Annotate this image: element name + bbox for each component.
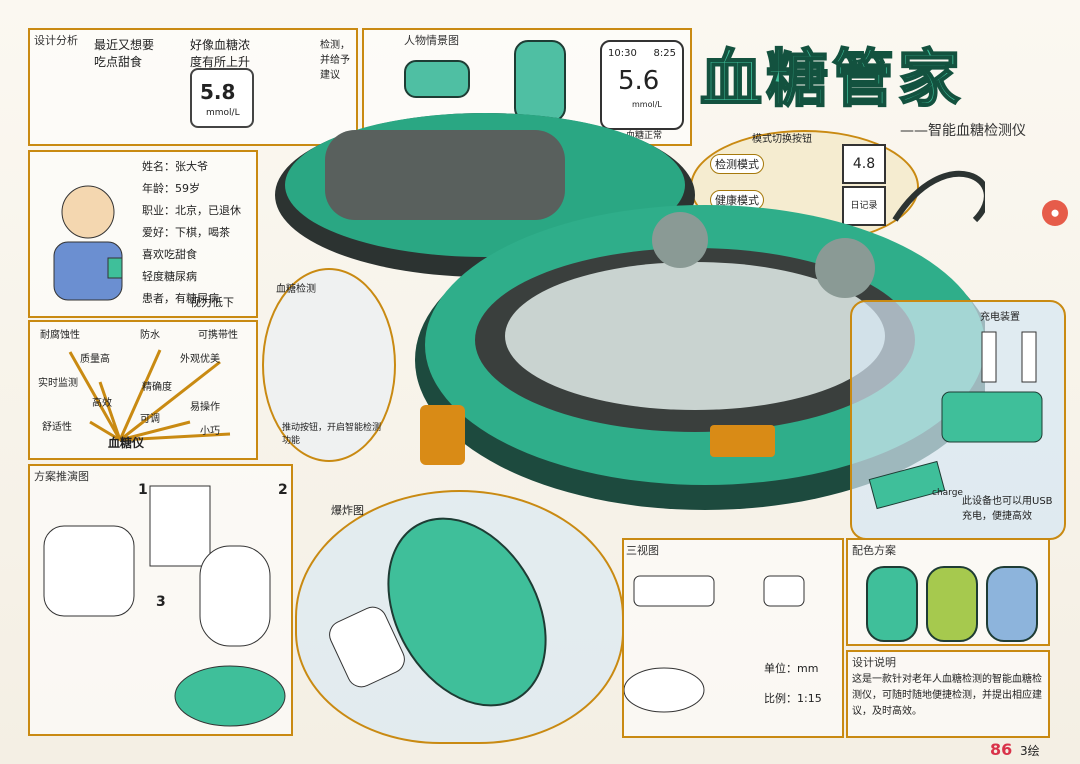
mindmap-node-4: 舒适性	[42, 422, 72, 433]
mode-screen-2: 日记录	[842, 186, 886, 226]
lanyard	[892, 170, 985, 223]
three-view-sketch	[624, 575, 805, 713]
reading-1: 5.8	[200, 80, 236, 104]
charge-panel: 充电装置 charge 此设备也可以用USB充电，便捷高效	[850, 300, 1066, 540]
page-number: 86	[990, 740, 1013, 759]
mindmap-node-1: 质量高	[80, 354, 110, 365]
screen-time-2: 8:25	[653, 48, 676, 59]
device-front	[415, 205, 985, 510]
mindmap-node-10: 可携带性	[198, 330, 238, 341]
main-title: 血糖管家	[699, 41, 965, 116]
mode-button-1[interactable]: 检测模式	[710, 154, 764, 174]
mindmap-center: 血糖仪	[108, 436, 145, 450]
scheme-label: 方案推演图	[34, 470, 89, 483]
bubble-1: 最近又想要吃点甜食	[94, 38, 155, 69]
meter-screen-1: 5.8 mmol/L	[190, 68, 254, 128]
persona-job: 职业：北京，已退休	[142, 204, 241, 217]
insert-note: 推动按钮，开启智能检测功能	[282, 423, 382, 446]
explode-sketch	[329, 517, 547, 707]
unit-label: 单位：mm	[764, 662, 819, 675]
device-sketch-small	[404, 60, 470, 98]
blood-test-panel: 血糖检测 推动按钮，开启智能检测功能	[262, 268, 396, 462]
mindmap-node-9: 小巧	[200, 426, 220, 437]
old-man-icon	[53, 185, 123, 301]
bubble-3: 检测，并给予建议	[320, 40, 350, 81]
persona-low: 视力低下	[190, 296, 234, 309]
persona-panel: 姓名：张大爷 年龄：59岁 职业：北京，已退休 爱好：下棋，喝茶 喜欢吃甜食 轻…	[28, 150, 258, 318]
design-analysis-label: 设计分析	[34, 34, 78, 47]
screen-time: 10:30	[608, 48, 637, 59]
screen-reading: 5.6	[618, 66, 660, 96]
scheme-number-2: 2	[278, 482, 288, 498]
charge-note: 此设备也可以用USB充电，便捷高效	[962, 496, 1053, 522]
bubble-2: 好像血糖浓度有所上升	[190, 38, 251, 69]
charge-label: 充电装置	[980, 312, 1020, 323]
mindmap-node-11: 外观优美	[180, 354, 220, 365]
mindmap-panel: 血糖仪 耐腐蚀性 质量高 实时监测 高效 舒适性 防水 精确度 可调 易操作 小…	[28, 320, 258, 460]
mindmap-node-7: 可调	[140, 414, 160, 425]
scheme-number-3: 3	[156, 594, 166, 610]
color-variant-blue[interactable]	[986, 566, 1038, 642]
scheme-sketches	[43, 485, 286, 727]
screen-note: 血糖正常	[626, 131, 663, 141]
persona-eyes: 轻度糖尿病	[142, 270, 197, 283]
seal-stamp: ⬤	[1042, 200, 1068, 226]
color-variant-lime[interactable]	[926, 566, 978, 642]
mindmap-node-3: 高效	[92, 398, 112, 409]
design-desc-panel: 设计说明 这是一款针对老年人血糖检测的智能血糖检测仪，可随时随地便捷检测，并提出…	[846, 650, 1050, 738]
mindmap-lines	[68, 349, 231, 442]
mindmap-node-8: 易操作	[190, 402, 220, 413]
signature: 3绘	[1020, 744, 1040, 758]
explode-label: 爆炸图	[331, 504, 364, 517]
mode-switch-label: 模式切换按钮	[752, 134, 812, 145]
three-view-panel: 三视图 单位：mm 比例：1:15	[622, 538, 844, 738]
explode-panel: 爆炸图	[295, 490, 624, 744]
mode-screen-1: 4.8	[842, 144, 886, 184]
screen-unit: mmol/L	[632, 100, 662, 109]
mindmap-node-0: 耐腐蚀性	[40, 330, 80, 341]
three-view-label: 三视图	[626, 544, 659, 557]
color-variant-green[interactable]	[866, 566, 918, 642]
reading-1-unit: mmol/L	[206, 108, 240, 118]
device-in-hand	[514, 40, 566, 122]
charge-word: charge	[932, 488, 963, 498]
persona-hobby: 爱好：下棋，喝茶	[142, 226, 230, 239]
blood-test-label: 血糖检测	[276, 284, 316, 295]
mindmap-node-6: 精确度	[142, 382, 172, 393]
scheme-number-1: 1	[138, 482, 148, 498]
persona-risk: 患者，有糖尿病	[142, 292, 219, 305]
persona-age: 年龄：59岁	[142, 182, 200, 195]
persona-illustration	[38, 172, 138, 302]
main-subtitle: ——智能血糖检测仪	[900, 123, 1026, 139]
design-analysis-panel: 设计分析 最近又想要吃点甜食 好像血糖浓度有所上升 5.8 mmol/L 检测，…	[28, 28, 358, 146]
persona-name: 姓名：张大爷	[142, 160, 208, 173]
charge-sketch	[868, 331, 1043, 510]
mindmap-node-2: 实时监测	[38, 378, 78, 389]
scale-label: 比例：1:15	[764, 692, 822, 705]
scheme-panel: 方案推演图 1 2 3	[28, 464, 293, 736]
mindmap-node-5: 防水	[140, 330, 160, 341]
color-scheme-label: 配色方案	[852, 544, 896, 557]
color-scheme-panel: 配色方案	[846, 538, 1050, 646]
user-scene-label: 人物情景图	[404, 34, 459, 47]
device-rendering	[275, 113, 985, 510]
persona-like: 喜欢吃甜食	[142, 248, 197, 261]
device-screen: 10:30 8:25 5.6 mmol/L	[600, 40, 684, 130]
design-desc-label: 设计说明	[852, 656, 896, 669]
design-desc-text: 这是一款针对老年人血糖检测的智能血糖检测仪，可随时随地便捷检测，并提出相应建议，…	[852, 674, 1042, 717]
